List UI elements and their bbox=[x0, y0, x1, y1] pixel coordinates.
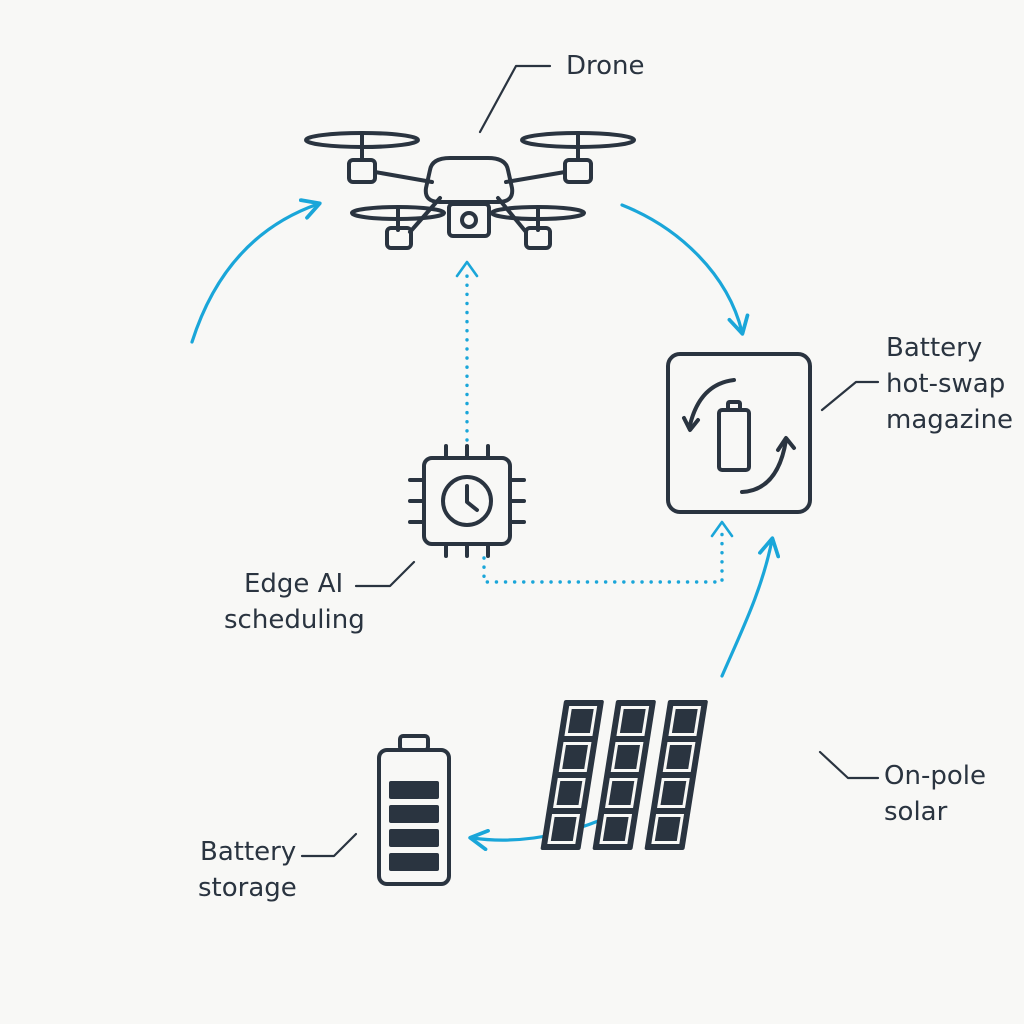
dotted-link-ai-to-drone-arrowhead bbox=[455, 260, 479, 278]
label-drone: Drone bbox=[566, 51, 645, 81]
solar-panel-icon bbox=[540, 700, 708, 850]
dotted-link-ai-to-magazine-arrowhead bbox=[710, 520, 734, 538]
battery-full-icon bbox=[377, 734, 451, 886]
label-on-pole-solar: On-pole solar bbox=[884, 761, 994, 827]
leader-line-drone bbox=[478, 64, 552, 134]
flow-arrow-drone-to-magazine bbox=[620, 203, 750, 336]
drone-icon bbox=[304, 131, 636, 250]
flow-arrow-to-drone bbox=[190, 198, 322, 344]
dotted-link-ai-to-magazine bbox=[482, 530, 724, 584]
label-battery-storage: Battery storage bbox=[198, 837, 305, 903]
leader-line-solar bbox=[818, 750, 880, 780]
leader-line-edge-ai bbox=[354, 560, 416, 588]
leader-line-magazine bbox=[820, 380, 880, 412]
flow-arrow-solar-to-magazine bbox=[720, 536, 781, 678]
battery-swap-icon bbox=[666, 352, 812, 514]
chip-clock-icon bbox=[408, 444, 526, 558]
leader-line-storage bbox=[300, 832, 358, 858]
label-edge-ai-scheduling: Edge AI scheduling bbox=[224, 569, 365, 635]
label-hot-swap-magazine: Battery hot-swap magazine bbox=[886, 333, 1013, 435]
